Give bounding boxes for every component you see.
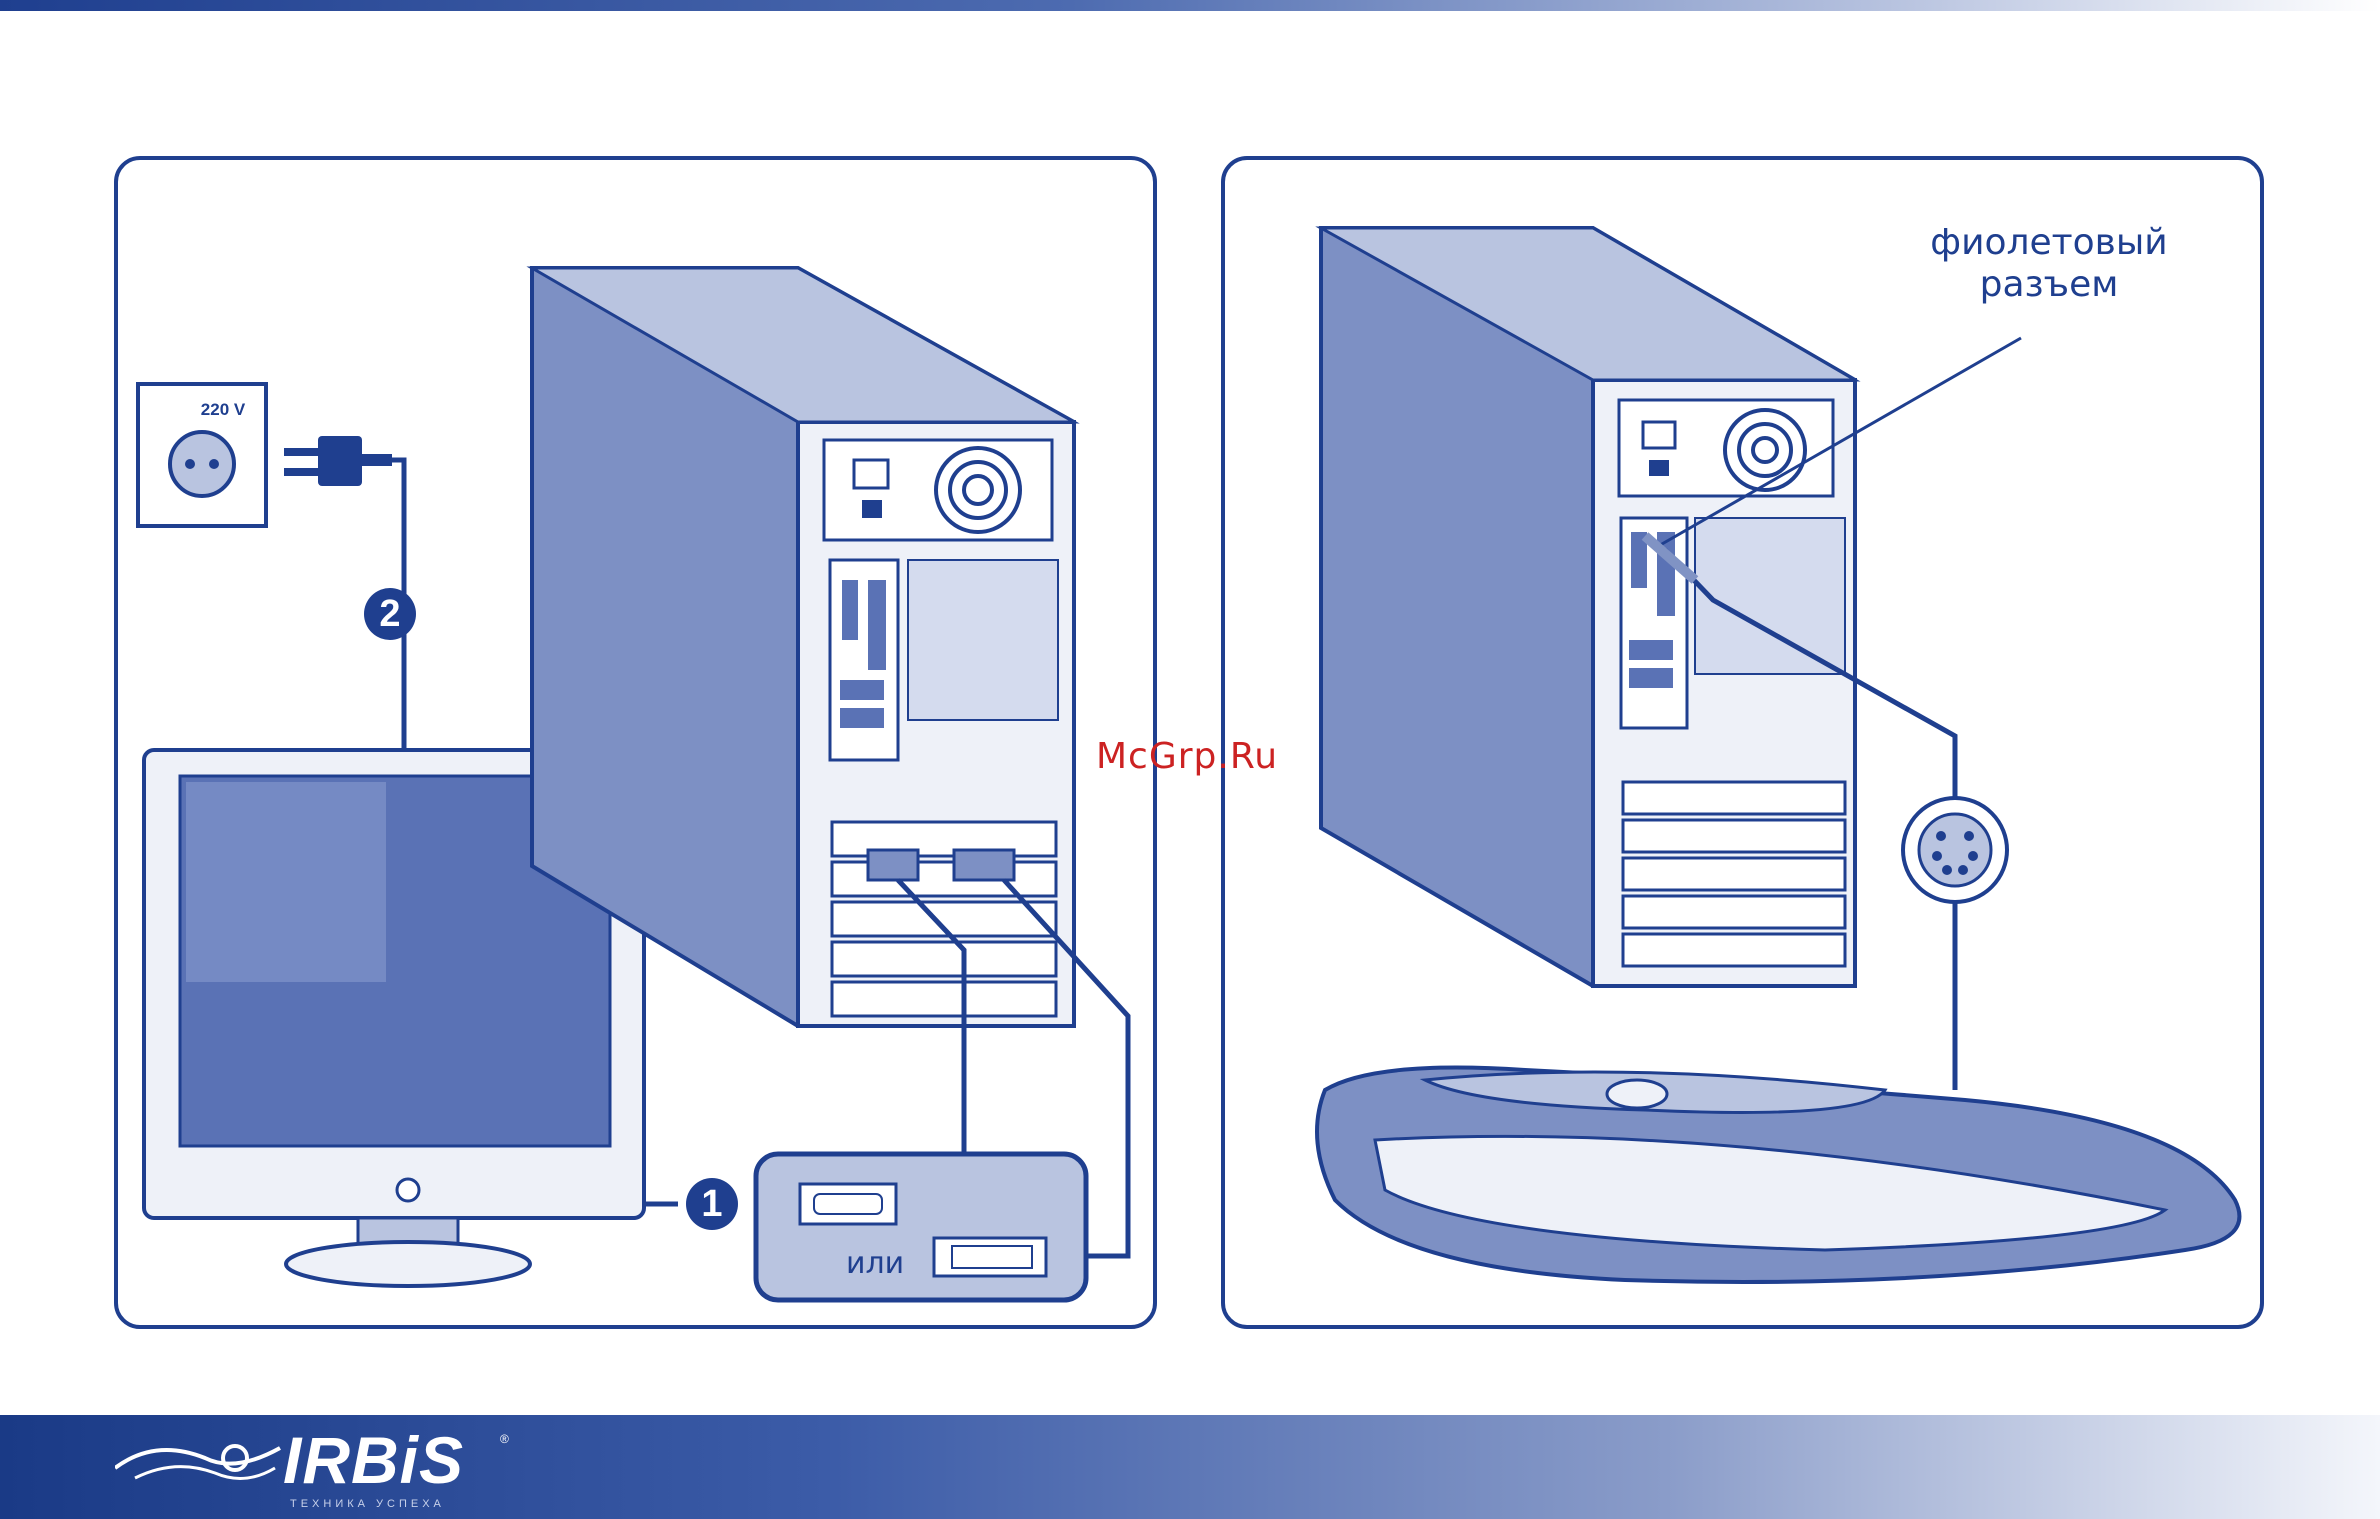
video-connector-box <box>756 1154 1086 1300</box>
brand-registered-mark: ® <box>500 1432 509 1446</box>
brand-logo-text: IRBiS <box>283 1422 464 1498</box>
watermark: McGrp.Ru <box>1096 736 1278 777</box>
brand-swoosh-icon <box>115 1428 285 1498</box>
purple-connector-label: фиолетовый разъем <box>1889 222 2209 306</box>
step-2-badge: 2 <box>364 588 416 640</box>
computer-tower <box>532 268 1074 1026</box>
top-accent-bar <box>0 0 2380 11</box>
monitor-connection-illustration <box>118 160 1161 1333</box>
purple-connector-label-line2: разъем <box>1889 264 2209 306</box>
monitor-connection-panel: 220 V 2 1 или <box>114 156 1157 1329</box>
purple-connector-label-line1: фиолетовый <box>1889 222 2209 264</box>
power-plug-icon <box>284 436 392 486</box>
outlet-socket <box>170 432 234 496</box>
keyboard-connection-panel: фиолетовый разъем <box>1221 156 2264 1329</box>
connector-or-label: или <box>846 1246 904 1281</box>
computer-tower <box>1321 228 1855 986</box>
outlet-voltage-label: 220 V <box>173 400 273 420</box>
step-1-badge: 1 <box>686 1178 738 1230</box>
brand-tagline: ТЕХНИКА УСПЕХА <box>290 1498 445 1510</box>
keyboard-connection-illustration <box>1225 160 2268 1333</box>
keyboard-illustration <box>1317 1068 2239 1283</box>
